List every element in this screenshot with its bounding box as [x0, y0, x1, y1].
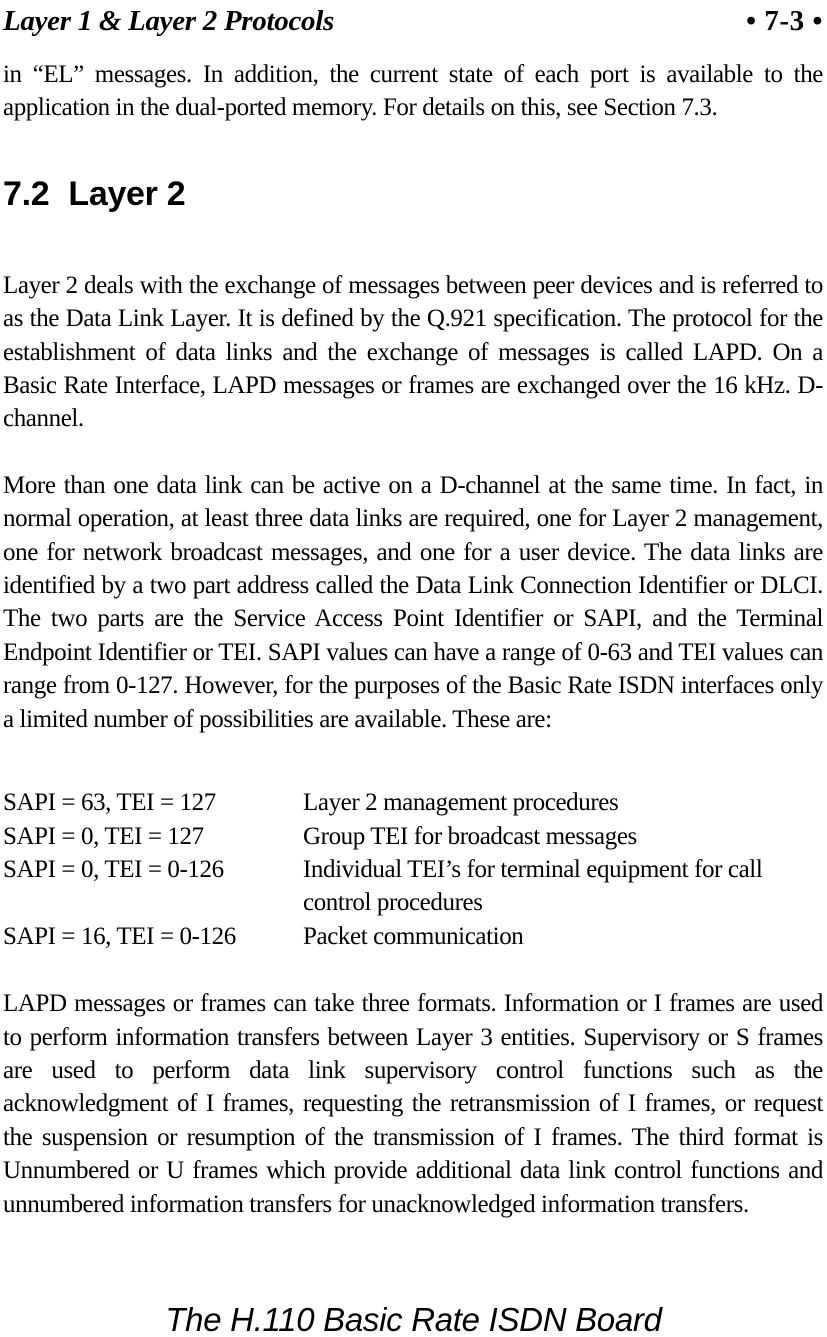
- page-header: Layer 1 & Layer 2 Protocols • 7-3 •: [3, 4, 823, 38]
- sapi-tei-description: Group TEI for broadcast messages: [303, 822, 637, 850]
- section-heading: 7.2 Layer 2: [3, 175, 823, 213]
- table-row: SAPI = 0, TEI = 0-126 Individual TEI’s f…: [3, 853, 823, 920]
- page-footer: The H.110 Basic Rate ISDN Board: [0, 1300, 827, 1337]
- table-row: SAPI = 63, TEI = 127 Layer 2 management …: [3, 786, 823, 819]
- section-title: Layer 2: [68, 174, 186, 213]
- sapi-tei-key: SAPI = 63, TEI = 127: [3, 789, 216, 817]
- header-page-number: • 7-3 •: [746, 5, 823, 37]
- header-title: Layer 1 & Layer 2 Protocols: [3, 5, 334, 37]
- table-row: SAPI = 16, TEI = 0-126 Packet communicat…: [3, 920, 823, 953]
- sapi-tei-key: SAPI = 16, TEI = 0-126: [3, 922, 236, 950]
- sapi-tei-key: SAPI = 0, TEI = 0-126: [3, 855, 224, 883]
- sapi-tei-description: Layer 2 management procedures: [303, 789, 619, 817]
- sapi-tei-description: Individual TEI’s for terminal equipment …: [303, 855, 763, 917]
- section-number: 7.2: [3, 174, 50, 213]
- sapi-tei-description: Packet communication: [303, 922, 524, 950]
- paragraph-layer2-intro: Layer 2 deals with the exchange of messa…: [3, 271, 823, 433]
- paragraph-el-messages: in “EL” messages. In addition, the curre…: [3, 61, 823, 122]
- sapi-tei-table: SAPI = 63, TEI = 127 Layer 2 management …: [3, 786, 823, 953]
- table-row: SAPI = 0, TEI = 127 Group TEI for broadc…: [3, 820, 823, 853]
- paragraph-data-links: More than one data link can be active on…: [3, 471, 823, 733]
- paragraph-lapd-formats: LAPD messages or frames can take three f…: [3, 990, 823, 1218]
- sapi-tei-key: SAPI = 0, TEI = 127: [3, 822, 204, 850]
- footer-title: The H.110 Basic Rate ISDN Board: [165, 1301, 662, 1337]
